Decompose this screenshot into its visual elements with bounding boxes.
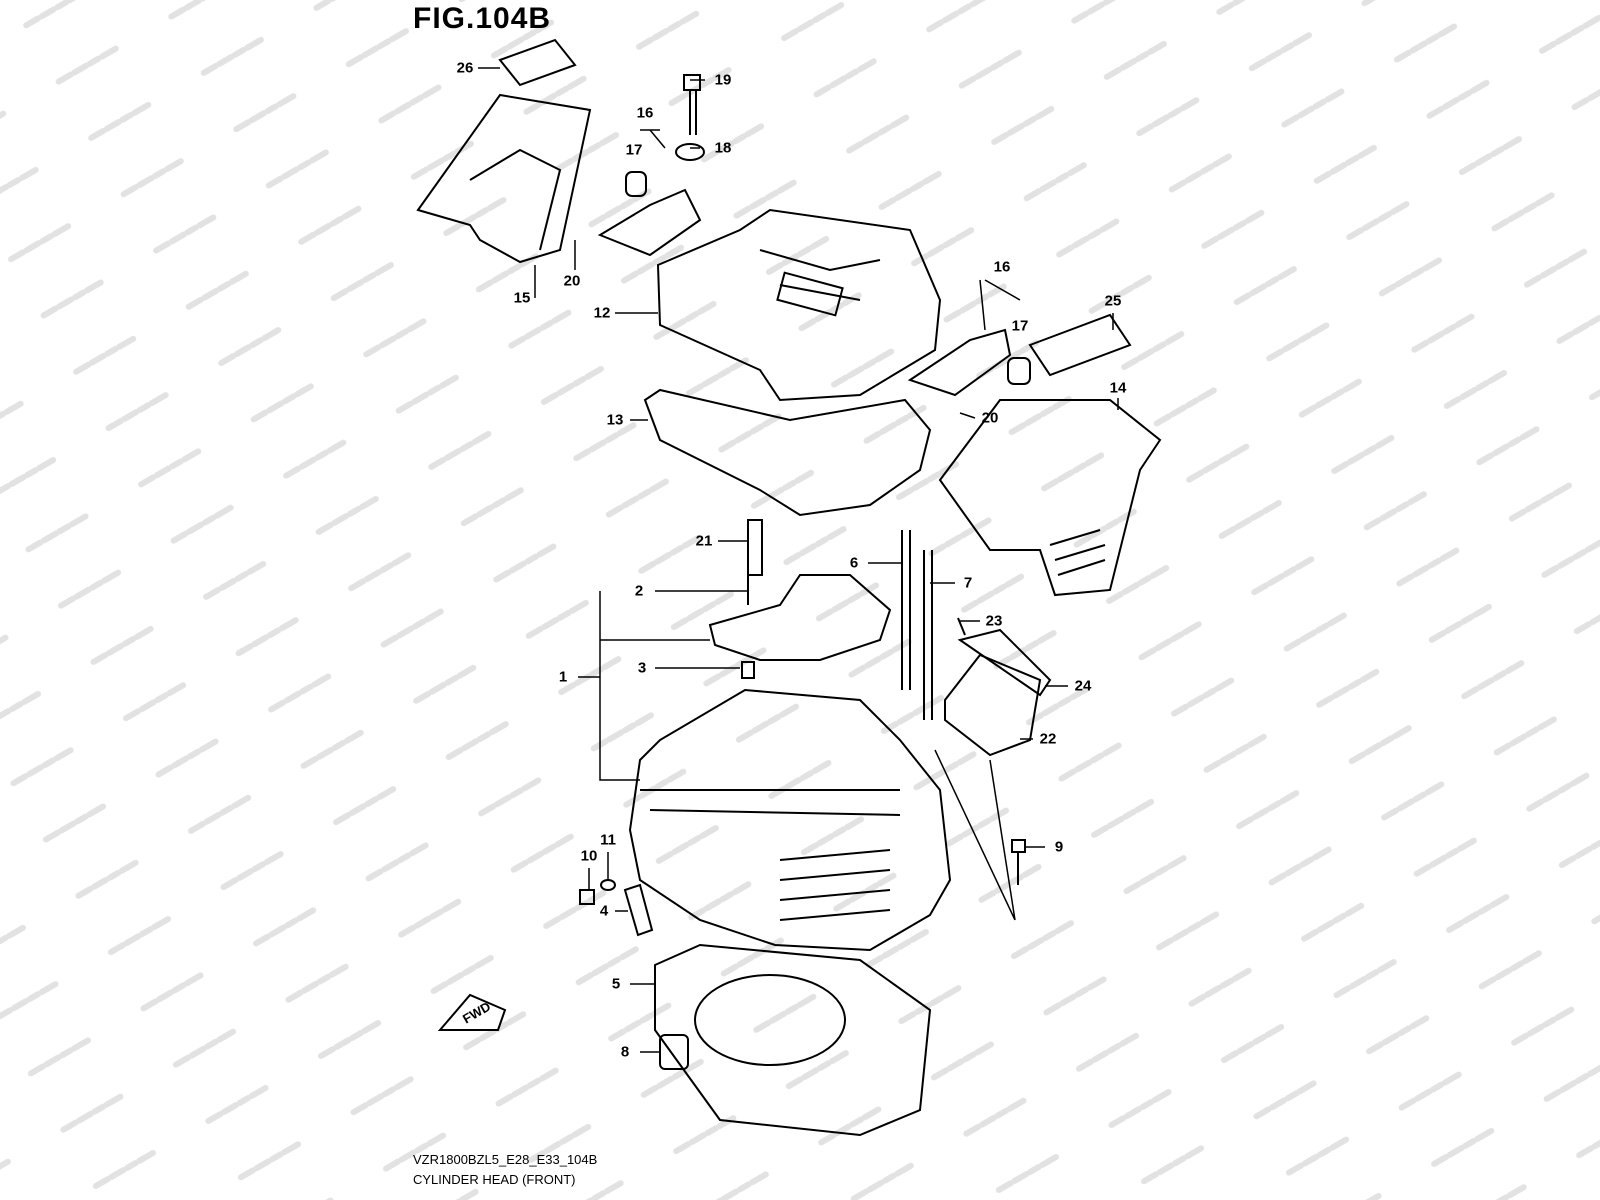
part-14-side-cover xyxy=(938,399,1162,597)
callout-22[interactable]: 22 xyxy=(1039,730,1057,748)
callout-12[interactable]: 12 xyxy=(593,304,611,322)
callout-9[interactable]: 9 xyxy=(1054,838,1064,856)
camshaft-holder xyxy=(708,574,892,661)
callout-26[interactable]: 26 xyxy=(456,59,474,77)
part-12-cylinder-head-cover xyxy=(656,208,942,402)
callout-20[interactable]: 20 xyxy=(563,272,581,290)
part-10-bolt xyxy=(579,889,595,905)
callout-10[interactable]: 10 xyxy=(580,847,598,865)
leader-lines xyxy=(478,67,1119,1053)
callout-21[interactable]: 21 xyxy=(695,532,713,550)
part-5-gasket-bore xyxy=(694,974,846,1066)
part-12-cover-window xyxy=(776,271,844,317)
fwd-arrow-icon xyxy=(437,993,507,1031)
part-23-screw xyxy=(957,617,966,636)
cylinder-head-fins xyxy=(640,789,901,921)
part-18-washer xyxy=(675,143,705,161)
callout-17[interactable]: 17 xyxy=(625,141,643,159)
part-17-grommet-right xyxy=(1007,357,1031,385)
part-6-stud-bolt xyxy=(901,530,911,690)
part-16-bracket xyxy=(597,188,702,257)
callout-19[interactable]: 19 xyxy=(714,71,732,89)
callout-4[interactable]: 4 xyxy=(599,902,609,920)
callout-8[interactable]: 8 xyxy=(620,1043,630,1061)
callout-11[interactable]: 11 xyxy=(600,831,616,849)
part-4-oil-jet xyxy=(623,883,654,937)
callout-20-right[interactable]: 20 xyxy=(981,409,999,427)
part-19-bolt xyxy=(683,74,701,135)
part-3-dowel-pin xyxy=(741,661,755,679)
part-15-cover-detail xyxy=(469,148,562,251)
part-13-gasket xyxy=(643,388,932,517)
part-7-stud-bolt xyxy=(923,550,933,720)
callout-15[interactable]: 15 xyxy=(513,289,531,307)
part-25-pad xyxy=(1028,313,1132,377)
diagram-caption: CYLINDER HEAD (FRONT) xyxy=(413,1172,576,1187)
callout-2[interactable]: 2 xyxy=(634,582,644,600)
part-26-pad xyxy=(498,38,577,87)
callout-16[interactable]: 16 xyxy=(636,104,654,122)
callout-25[interactable]: 25 xyxy=(1104,292,1122,310)
callout-3[interactable]: 3 xyxy=(637,659,647,677)
callout-23[interactable]: 23 xyxy=(985,612,1003,630)
callout-24[interactable]: 24 xyxy=(1074,677,1092,695)
callout-7[interactable]: 7 xyxy=(963,574,973,592)
callout-13[interactable]: 13 xyxy=(606,411,624,429)
part-9-bolt xyxy=(1011,839,1026,885)
callout-16-right[interactable]: 16 xyxy=(993,258,1011,276)
callout-5[interactable]: 5 xyxy=(611,975,621,993)
part-22-intake-pipe xyxy=(944,653,1042,757)
part-17-grommet xyxy=(625,171,647,197)
callout-1[interactable]: 1 xyxy=(558,668,568,686)
callout-18[interactable]: 18 xyxy=(714,139,732,157)
callout-17-right[interactable]: 17 xyxy=(1011,317,1029,335)
figure-title: FIG.104B xyxy=(413,2,552,35)
part-14-cover-fins xyxy=(1049,529,1106,576)
part-16-bracket-right xyxy=(907,328,1012,397)
part-5-cylinder-head-gasket xyxy=(654,943,932,1137)
part-12-cover-detail xyxy=(759,249,881,301)
callout-14[interactable]: 14 xyxy=(1109,379,1127,397)
part-15-side-cover xyxy=(416,93,592,264)
callout-6[interactable]: 6 xyxy=(849,554,859,572)
cylinder-head xyxy=(628,688,952,952)
part-21-spark-plug xyxy=(747,519,763,576)
part-24-clamp xyxy=(957,628,1052,697)
model-code: VZR1800BZL5_E28_E33_104B xyxy=(413,1152,598,1167)
